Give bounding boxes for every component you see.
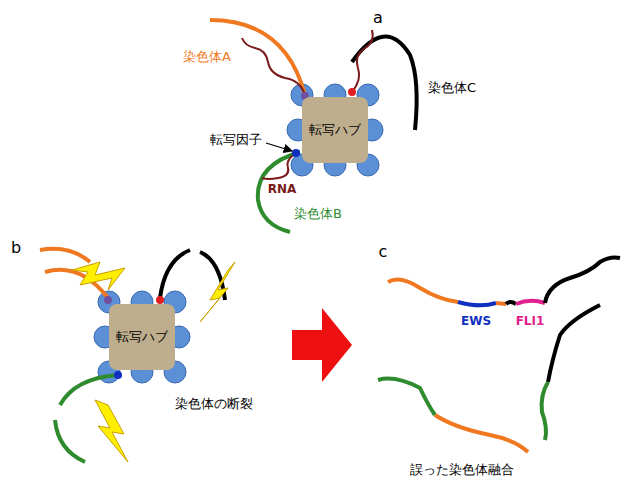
panel-letter: b: [11, 239, 21, 257]
transcription-hub: 転写ハブ: [302, 97, 368, 163]
chromosome-a: [496, 303, 506, 304]
factor-dot: [292, 149, 300, 157]
rna-label: RNA: [268, 183, 297, 196]
hub-label: 転写ハブ: [116, 328, 168, 346]
chromosome-b: [258, 152, 300, 232]
factor-dot: [156, 296, 164, 304]
panel-letter: a: [373, 9, 383, 27]
chromosome-c: [545, 258, 620, 304]
note-label: 誤った染色体融合: [410, 463, 514, 477]
process-arrow: [292, 308, 352, 382]
factor-dot: [114, 371, 122, 379]
chromosome-a: [388, 280, 458, 302]
hub-decoration: [94, 84, 383, 383]
factor-dot: [348, 88, 356, 96]
transcription-hub: 転写ハブ: [109, 304, 175, 370]
leader-line: [266, 143, 292, 151]
hub-label: 転写ハブ: [309, 121, 361, 139]
rna-strand: [242, 38, 305, 95]
chromosome-c: [506, 302, 516, 304]
factor-dot: [104, 296, 112, 304]
note-label: 染色体の断裂: [175, 397, 253, 411]
chromosome-a: [435, 415, 528, 452]
rna-strand: [352, 30, 373, 92]
chromosome-b: [60, 375, 118, 405]
rna-strand: [262, 153, 296, 179]
chromosome-b: [378, 379, 435, 415]
chromosome-a: [40, 249, 90, 262]
gene-label: FLI1: [516, 315, 545, 328]
ews-gene: [458, 302, 496, 305]
lightning: [95, 400, 128, 462]
chromosome-c: [160, 250, 190, 298]
chromosome-label: 染色体C: [428, 81, 476, 95]
panel-letter: c: [379, 243, 388, 261]
lightning: [200, 262, 235, 322]
chromosome-c: [548, 305, 600, 382]
gene-label: EWS: [461, 315, 491, 328]
fli1-gene: [516, 301, 545, 304]
chromosome-b: [55, 420, 85, 462]
factor-label: 転写因子: [210, 133, 262, 147]
chromosome-b: [542, 382, 548, 440]
chromosome-label: 染色体B: [294, 207, 342, 221]
chromosome-label: 染色体A: [183, 50, 231, 64]
lightning: [72, 262, 125, 290]
